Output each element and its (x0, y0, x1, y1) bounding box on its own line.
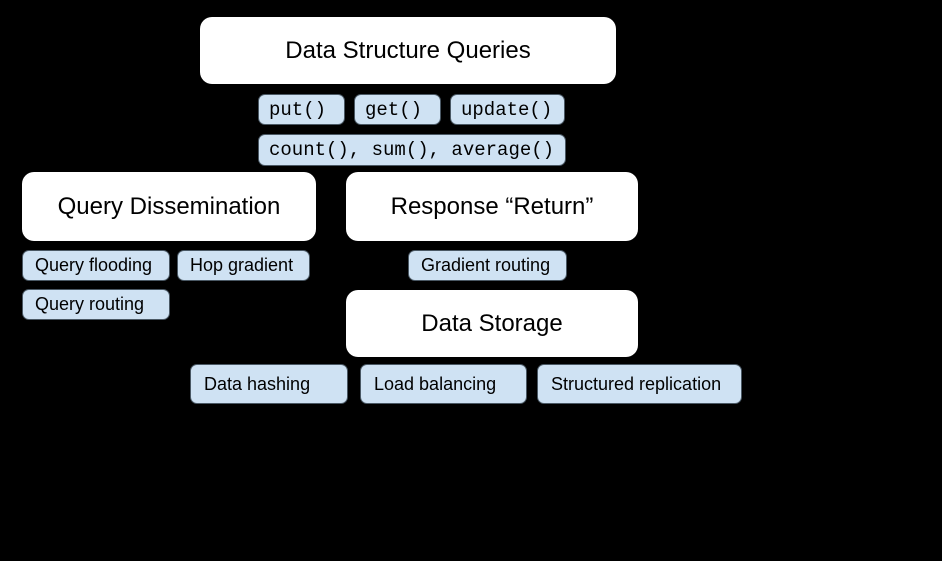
card-data-structure-queries: Data Structure Queries (200, 17, 616, 84)
card-data-storage: Data Storage (346, 290, 638, 357)
chip-gradient-routing: Gradient routing (408, 250, 567, 281)
chip-data-hashing: Data hashing (190, 364, 348, 404)
chip-get-operation: get() (354, 94, 441, 125)
chip-query-flooding: Query flooding (22, 250, 170, 281)
chip-structured-replication: Structured replication (537, 364, 742, 404)
chip-update-operation: update() (450, 94, 565, 125)
chip-query-routing: Query routing (22, 289, 170, 320)
card-query-dissemination: Query Dissemination (22, 172, 316, 241)
chip-load-balancing: Load balancing (360, 364, 527, 404)
chip-aggregate-operations: count(), sum(), average() (258, 134, 566, 166)
card-response-return: Response “Return” (346, 172, 638, 241)
chip-put-operation: put() (258, 94, 345, 125)
chip-hop-gradient: Hop gradient (177, 250, 310, 281)
